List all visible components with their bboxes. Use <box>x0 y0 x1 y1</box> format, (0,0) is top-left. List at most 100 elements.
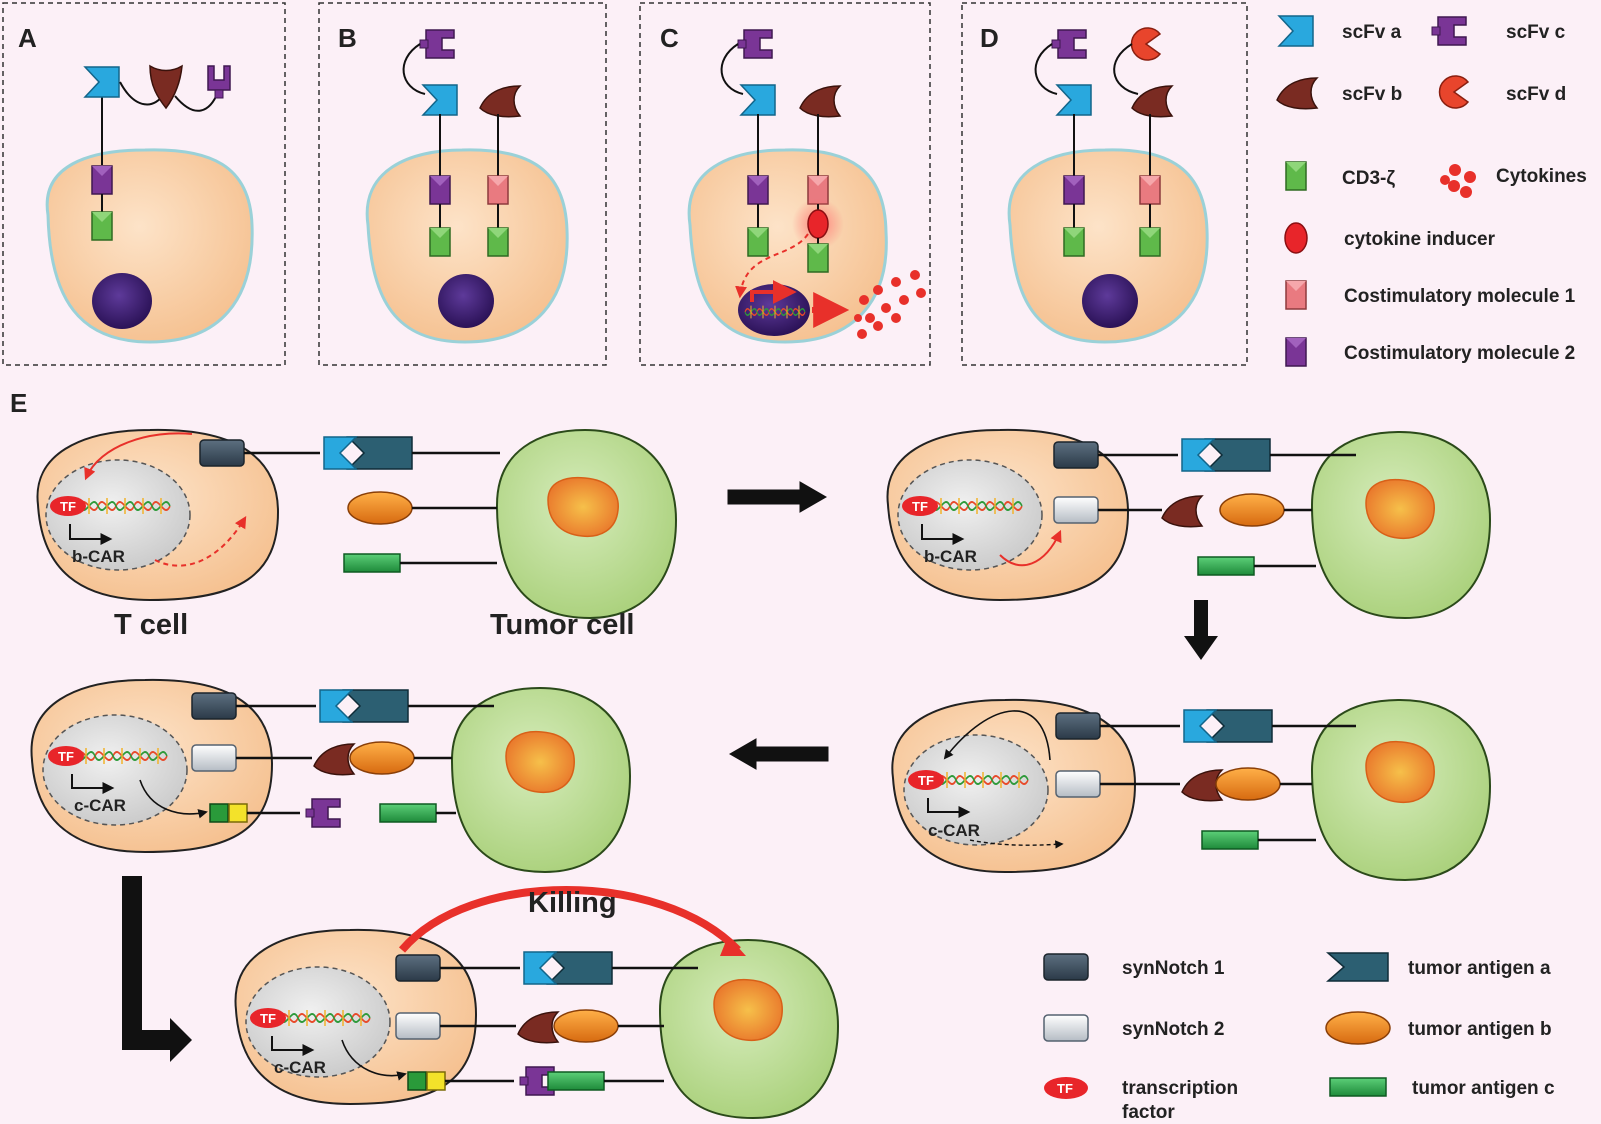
scfv-b-icon <box>799 85 841 118</box>
scfv-a-icon <box>84 66 120 98</box>
tumor-antigen-c-icon <box>547 1071 605 1091</box>
antigen-a-bound-icon <box>523 951 613 985</box>
synnotch-1-icon <box>1055 712 1101 740</box>
expression-arrow <box>341 1039 407 1081</box>
legend-costim-2: Costimulatory molecule 2 <box>1344 343 1575 364</box>
legend-scfv-b-icon <box>1276 77 1318 110</box>
antigen-a-bound-icon <box>1181 438 1271 472</box>
t-cell-nucleus <box>45 459 191 571</box>
transcription-factor-icon <box>908 770 944 790</box>
scfv-c-icon <box>419 29 455 59</box>
signal-arrow <box>735 233 809 299</box>
synnotch-1-icon <box>395 954 441 982</box>
tf-label: TF <box>918 773 934 788</box>
transcription-factor-icon <box>250 1008 286 1028</box>
legend-tf-line2: factor <box>1122 1102 1175 1123</box>
costim-2-icon <box>429 175 451 205</box>
c-car-receptor <box>407 1071 514 1091</box>
signal-arrow <box>943 710 1051 761</box>
t-cell-nucleus <box>42 714 188 826</box>
scfv-a-icon <box>740 84 776 116</box>
legend-scfv-d: scFv d <box>1506 84 1566 105</box>
synnotch-2-icon <box>191 744 237 772</box>
c-car-label: c-CAR <box>928 821 980 840</box>
t-cell-nucleus <box>903 734 1049 846</box>
legend-costim-1: Costimulatory molecule 1 <box>1344 286 1576 307</box>
expression-arrow <box>139 779 208 819</box>
scfv-c-icon <box>207 65 231 99</box>
tumor-antigen-b-icon <box>1219 493 1285 527</box>
antigen-a-bound-icon <box>323 436 413 470</box>
legend-antigen-c-icon <box>1329 1077 1387 1097</box>
legend-cytokines: Cytokines <box>1496 166 1587 187</box>
legend-scfv-a: scFv a <box>1342 22 1402 43</box>
legend-scfv-a-icon <box>1278 15 1314 47</box>
synnotch-2-icon <box>1053 496 1099 524</box>
tf-label: TF <box>260 1011 276 1026</box>
c-car-receptor <box>209 803 300 823</box>
legend-cd3z-icon <box>1285 161 1307 191</box>
scfv-b-icon <box>1161 495 1203 528</box>
cd3z-icon <box>91 211 113 241</box>
legend-antigen-a: tumor antigen a <box>1408 958 1551 979</box>
t-cell-nucleus <box>1082 274 1138 328</box>
cytokines-icon <box>854 270 926 339</box>
flow-arrow-left <box>728 738 829 770</box>
scfv-c-icon <box>1051 29 1087 59</box>
panel-d: D <box>961 2 1248 366</box>
transcription-factor-icon <box>902 496 938 516</box>
panel-a-frame <box>2 2 286 366</box>
scfv-b-icon <box>517 1011 559 1044</box>
tumor-nucleus <box>547 476 619 538</box>
panel-b-label: B <box>338 23 357 53</box>
legend-cytokine-inducer: cytokine inducer <box>1344 229 1496 250</box>
tumor-nucleus <box>1365 478 1435 540</box>
legend-scfv-b: scFv b <box>1342 84 1402 105</box>
legend-antigen-b: tumor antigen b <box>1408 1019 1552 1040</box>
synnotch-1-icon <box>199 439 245 467</box>
legend-cd3z: CD3-ζ <box>1342 168 1395 189</box>
legend-antigen-a-icon <box>1327 952 1389 982</box>
tumor-cell-label: Tumor cell <box>490 609 635 641</box>
flow-arrow-down <box>1184 600 1218 660</box>
scfv-b-icon <box>149 64 183 110</box>
cd3z-icon <box>1063 227 1085 257</box>
legend-bottom: synNotch 1 synNotch 2 TF transcription f… <box>1043 952 1555 1123</box>
synnotch-1-icon <box>1053 441 1099 469</box>
transcription-factor-icon <box>48 746 84 766</box>
t-cell-nucleus <box>438 274 494 328</box>
flow-arrow-down-right <box>122 876 192 1062</box>
tumor-antigen-c-icon <box>379 803 437 823</box>
tumor-antigen-c-icon <box>1201 830 1259 850</box>
scfv-b-icon <box>313 743 355 776</box>
expression-arrow <box>999 529 1062 567</box>
panel-c-label: C <box>660 23 679 53</box>
antigen-a-bound-icon <box>1183 709 1273 743</box>
tumor-antigen-c-icon <box>1197 556 1255 576</box>
tf-label: TF <box>60 499 76 514</box>
c-car-label: c-CAR <box>74 796 126 815</box>
cd3z-icon <box>807 243 829 273</box>
tumor-nucleus <box>713 978 783 1042</box>
tumor-nucleus <box>1365 740 1435 804</box>
cd3z-icon <box>429 227 451 257</box>
costim-2-icon <box>1063 175 1085 205</box>
scfv-a-icon <box>1056 84 1092 116</box>
legend-antigen-b-icon <box>1325 1011 1391 1045</box>
scfv-d-icon <box>1130 27 1161 61</box>
cd3z-icon <box>747 227 769 257</box>
cd3z-icon <box>487 227 509 257</box>
step-5: TF c-CAR Killing <box>234 886 840 1120</box>
killing-arrow <box>398 886 741 953</box>
t-cell <box>365 148 569 344</box>
panel-d-label: D <box>980 23 999 53</box>
legend-antigen-c: tumor antigen c <box>1412 1078 1555 1099</box>
transcription-arrow <box>750 280 797 304</box>
scfv-a-icon <box>422 84 458 116</box>
synnotch-2-icon <box>395 1012 441 1040</box>
t-cell <box>45 148 254 344</box>
legend-tf-glyph: TF <box>1057 1081 1073 1096</box>
antigen-a-bound-icon <box>319 689 409 723</box>
panel-e-label: E <box>10 388 27 418</box>
